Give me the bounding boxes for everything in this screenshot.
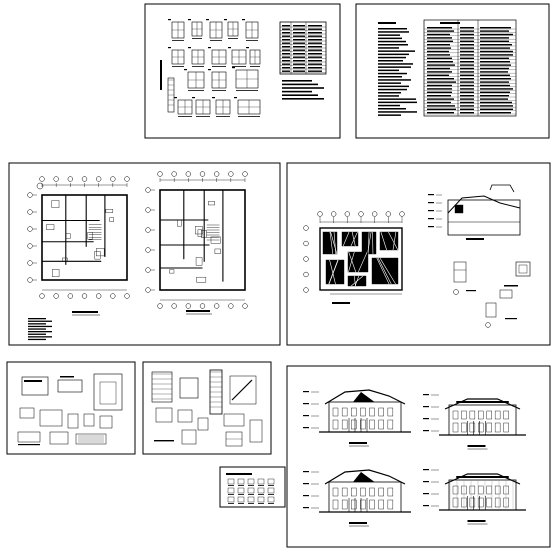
- door-window-table: [280, 22, 326, 100]
- sheet-floor-plans[interactable]: [9, 163, 280, 345]
- sheet-stair-details[interactable]: [143, 362, 271, 454]
- sheet-door-window-details[interactable]: [145, 4, 340, 138]
- sheet-misc-details[interactable]: [220, 467, 285, 507]
- sheet-design-notes[interactable]: [356, 4, 549, 138]
- sheet-node-details-a[interactable]: [7, 362, 135, 454]
- sheet-roof-plan-sections[interactable]: [287, 163, 550, 345]
- sheet-elevations[interactable]: [287, 366, 550, 547]
